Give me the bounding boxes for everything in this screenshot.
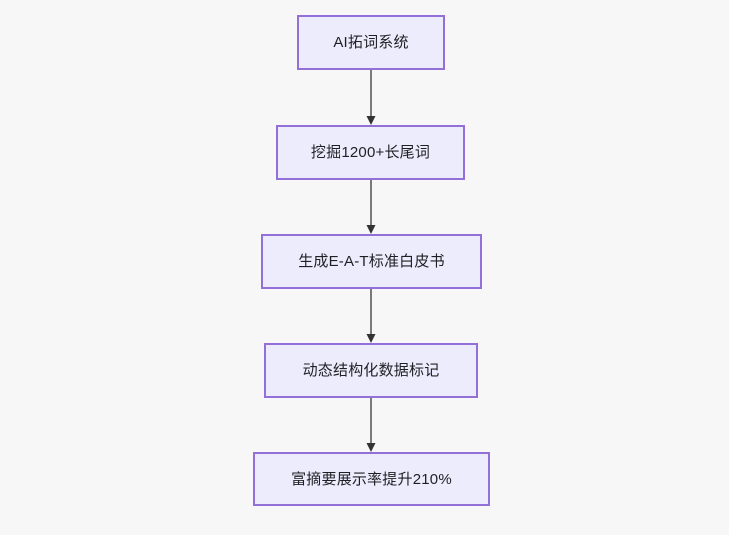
flow-node-label: 挖掘1200+长尾词 xyxy=(310,144,431,161)
arrow-head-icon xyxy=(366,225,376,234)
flow-arrow-2 xyxy=(361,180,381,234)
flow-node-label: 富摘要展示率提升210% xyxy=(291,470,452,488)
flow-node-label: 动态结构化数据标记 xyxy=(302,362,440,379)
flow-node-label: AI拓词系统 xyxy=(333,34,409,51)
flow-arrow-1 xyxy=(361,70,381,125)
flow-node-n4[interactable]: 动态结构化数据标记 xyxy=(264,343,478,398)
arrow-head-icon xyxy=(366,334,376,343)
flow-arrow-4 xyxy=(361,397,381,452)
flow-node-n3[interactable]: 生成E-A-T标准白皮书 xyxy=(261,234,482,289)
flow-arrow-3 xyxy=(361,289,381,343)
arrow-head-icon xyxy=(366,116,376,125)
flow-node-label: 生成E-A-T标准白皮书 xyxy=(298,253,445,270)
flow-node-n2[interactable]: 挖掘1200+长尾词 xyxy=(276,125,465,180)
flow-node-n5[interactable]: 富摘要展示率提升210% xyxy=(253,452,490,506)
flow-node-n1[interactable]: AI拓词系统 xyxy=(297,15,445,70)
arrow-head-icon xyxy=(366,443,376,452)
